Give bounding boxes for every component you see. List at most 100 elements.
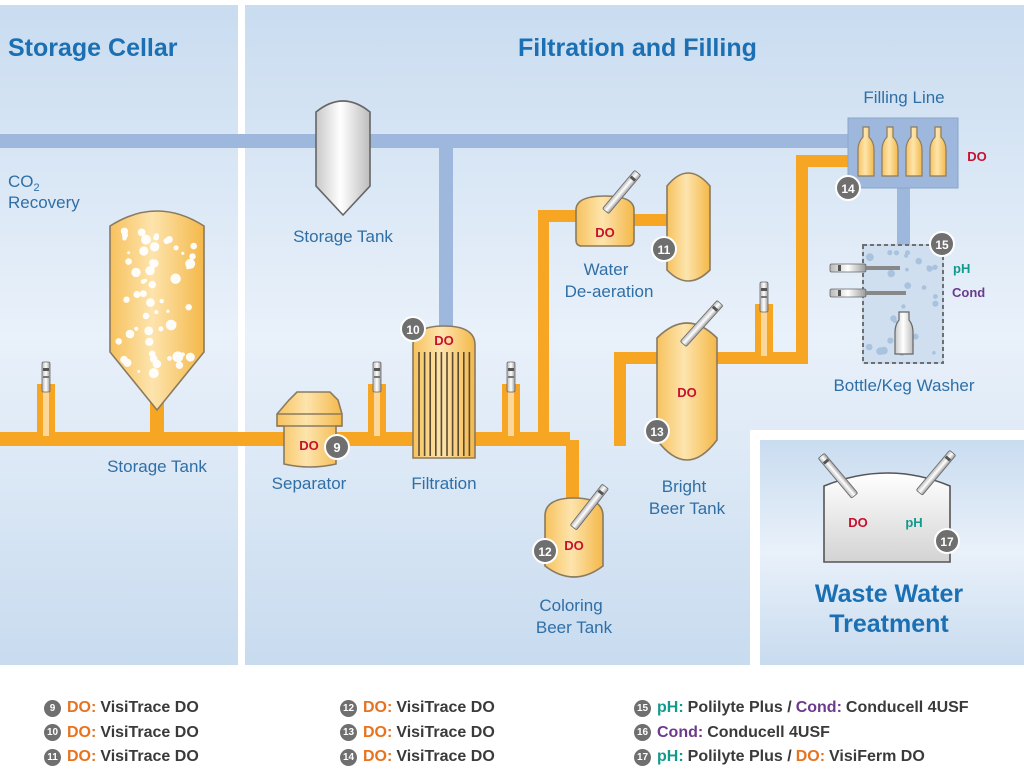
coloring-do-tag: DO	[564, 538, 584, 553]
legend-marker: 11	[44, 748, 61, 766]
bottle-keg-washer	[829, 244, 944, 364]
svg-text:13: 13	[650, 425, 664, 439]
washer-bubble	[932, 300, 939, 307]
legend-sensor: VisiTrace DO	[396, 748, 495, 766]
filtration-unit	[412, 325, 476, 459]
process-diagram-svg: Storage Cellar Filtration and Filling Wa…	[0, 5, 1024, 665]
waste-water-title-line1: Waste Water	[815, 580, 963, 608]
bubble	[123, 358, 132, 367]
washer-bubble	[887, 250, 893, 256]
washer-bottle	[894, 311, 914, 355]
beer-pipes	[0, 155, 851, 510]
washer-bubble	[901, 304, 906, 309]
separator-label: Separator	[272, 474, 347, 493]
bubble	[175, 361, 184, 369]
marker-10: 10	[400, 316, 426, 342]
marker-14: 14	[835, 175, 861, 201]
washer-cond-probe	[829, 288, 906, 298]
legend-sensor: VisiTrace DO	[100, 748, 199, 766]
co2-label: CO2	[8, 172, 40, 194]
legend-sensor: Polilyte Plus /	[687, 748, 792, 766]
bubble	[125, 329, 135, 339]
washer-bubble	[880, 346, 888, 355]
washer-bubble	[865, 343, 873, 351]
bubble	[158, 326, 164, 332]
bubble	[123, 296, 130, 303]
legend-sensor: VisiTrace DO	[396, 699, 495, 717]
waste-water-tank	[818, 450, 956, 563]
bubble	[148, 368, 159, 379]
bottle-keg-washer-label: Bottle/Keg Washer	[833, 376, 974, 395]
bubble	[131, 267, 141, 278]
bright-beer-tank	[656, 300, 723, 461]
bubble	[134, 326, 139, 331]
separator-do-tag: DO	[299, 438, 319, 453]
svg-text:14: 14	[841, 182, 855, 196]
bubble	[148, 280, 156, 289]
svg-text:10: 10	[406, 323, 420, 337]
marker-12: 12	[532, 538, 558, 564]
washer-bubble	[890, 315, 897, 322]
bubble	[140, 279, 146, 284]
legend-param: DO:	[363, 748, 393, 766]
bottle-icon	[929, 126, 947, 177]
washer-ph-probe	[829, 263, 900, 273]
bright-label-line2: Beer Tank	[649, 499, 726, 518]
deaeration-do-tag: DO	[595, 225, 615, 240]
tank-bubbles	[115, 227, 197, 379]
bubble	[170, 273, 181, 284]
filter-plates	[418, 352, 471, 456]
deaerated-water-tank	[666, 172, 711, 282]
waste-ph-tag: pH	[905, 515, 922, 530]
filtration-do-tag: DO	[434, 333, 454, 348]
co2-recovery-label: Recovery	[8, 193, 80, 212]
bubble	[173, 245, 179, 251]
coloring-label-line2: Beer Tank	[536, 618, 613, 637]
legend-sensor: Polilyte Plus /	[687, 699, 792, 717]
legend-sensor: VisiTrace DO	[100, 699, 199, 717]
legend-sensor: Conducell 4USF	[707, 723, 830, 741]
washer-bubble	[933, 294, 938, 299]
storage-cellar-title: Storage Cellar	[8, 34, 178, 62]
bubble	[139, 246, 149, 256]
washer-bubble	[887, 269, 895, 278]
legend-param: DO:	[67, 723, 97, 741]
washer-bubble	[866, 253, 874, 262]
filtration-filling-title: Filtration and Filling	[518, 34, 757, 62]
filling-bottles	[857, 126, 947, 177]
legend-item-9: 9 DO:VisiTrace DO	[44, 696, 199, 721]
legend-sensor: VisiFerm DO	[829, 748, 925, 766]
coloring-label-line1: Coloring	[539, 596, 602, 615]
bubble	[144, 326, 154, 336]
coloring-beer-tank	[544, 484, 609, 578]
svg-text:15: 15	[935, 238, 949, 252]
bubble	[115, 338, 122, 345]
bubble	[152, 359, 162, 369]
bubble	[120, 227, 128, 235]
deaeration-vessel	[575, 170, 641, 247]
legend-marker: 10	[44, 724, 61, 742]
bubble	[122, 236, 127, 241]
legend-param: DO:	[363, 699, 393, 717]
legend-marker: 9	[44, 699, 61, 717]
washer-bubble	[921, 285, 927, 290]
washer-bubble	[904, 253, 909, 258]
storage-tank-upper-label: Storage Tank	[293, 227, 393, 246]
marker-15: 15	[929, 231, 955, 257]
bubble	[159, 298, 164, 304]
water-label-line1: Water	[584, 260, 629, 279]
legend-marker: 14	[340, 748, 357, 766]
waste-water-title-line2: Treatment	[829, 610, 949, 638]
washer-bubble	[912, 333, 919, 340]
bright-do-tag: DO	[677, 385, 697, 400]
bubble	[133, 291, 141, 298]
bubble	[172, 351, 184, 363]
legend-param: DO:	[67, 699, 97, 717]
washer-bubble	[905, 267, 909, 272]
washer-bubble	[904, 282, 912, 289]
